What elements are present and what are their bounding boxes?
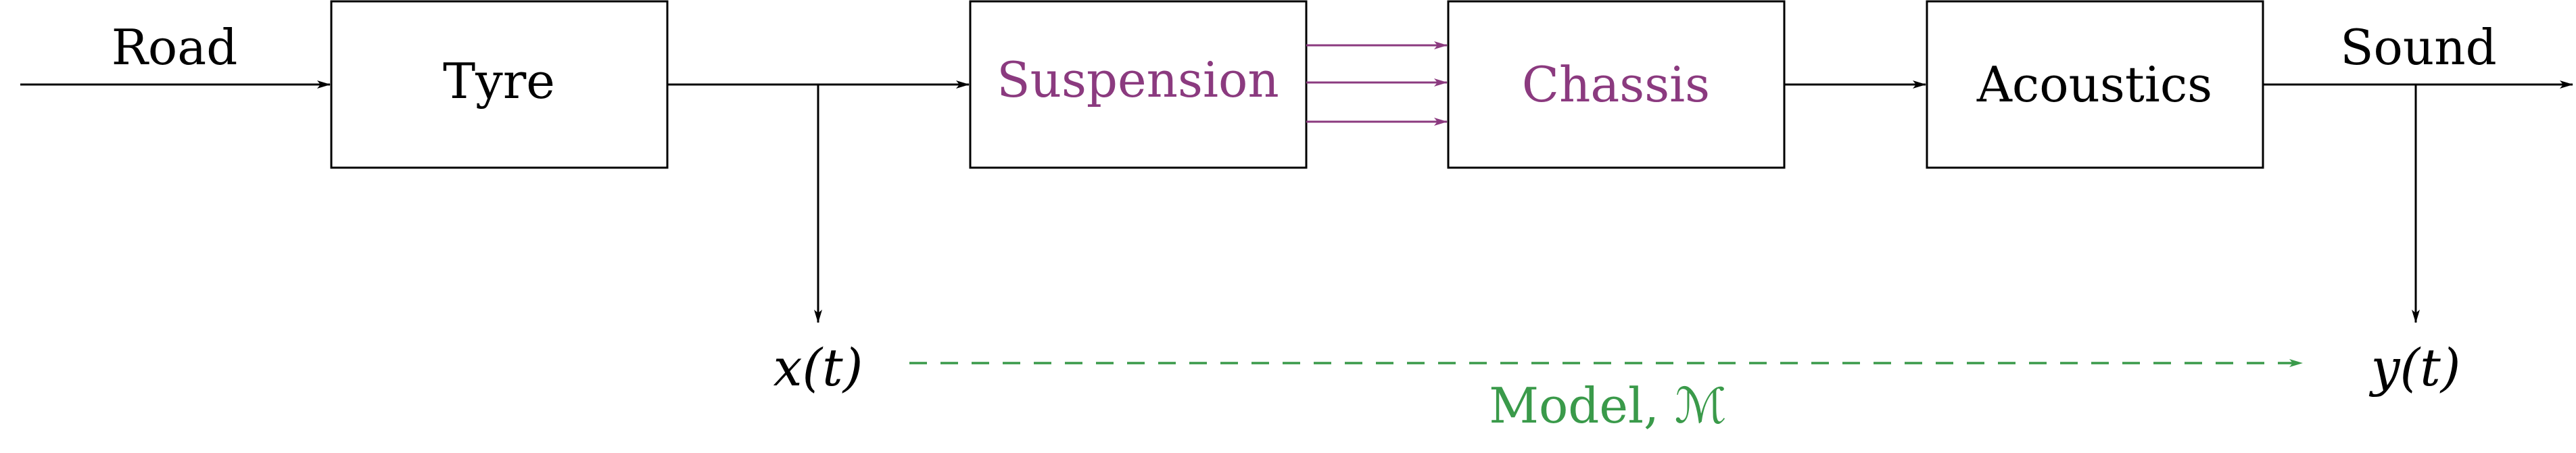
road-label: Road [112,19,238,76]
chassis-label: Chassis [1522,56,1710,113]
acoustics-block [1926,0,2264,169]
acoustics-label: Acoustics [1976,56,2212,113]
tyre-block [330,0,669,169]
input-signal-label: x(t) [773,337,863,398]
suspension-block [969,0,1308,169]
suspension-label: Suspension [997,51,1279,108]
model-label: Model, ℳ [1489,377,1727,434]
sound-label: Sound [2340,19,2497,76]
chassis-block [1447,0,1786,169]
output-signal-label: y(t) [2369,337,2461,398]
tyre-label: Tyre [443,53,555,110]
